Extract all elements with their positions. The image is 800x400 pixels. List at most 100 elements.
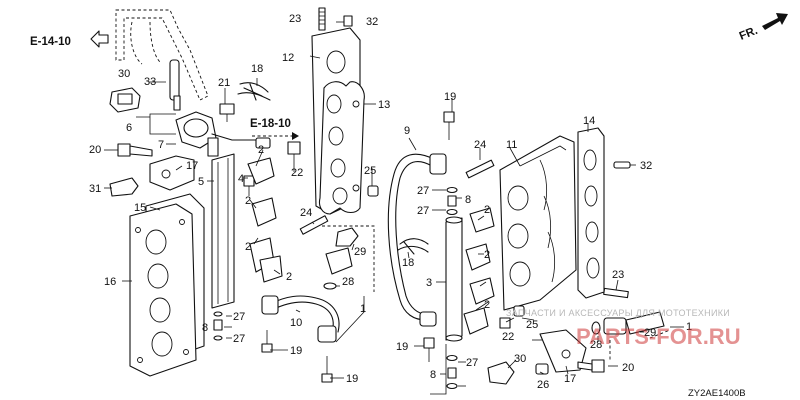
watermark: ЗАПЧАСТИ И АКСЕССУАРЫ ДЛЯ МОТОТЕХНИКИ PA…: [506, 308, 741, 349]
bolt-20-left: [117, 143, 153, 157]
bracket-17-left: [149, 155, 195, 191]
callout-28-centre: 28: [342, 276, 354, 288]
callout-27-b: 27: [233, 333, 245, 345]
nut-32-top: [343, 15, 353, 27]
callout-27-e: 27: [466, 357, 478, 369]
callout-2-d: 2: [286, 271, 292, 283]
callout-5: 5: [198, 176, 204, 188]
callout-15: 15: [134, 202, 146, 214]
callout-12: 12: [282, 52, 294, 64]
callout-31: 31: [89, 183, 101, 195]
callout-19-d: 19: [444, 91, 456, 103]
intake-plate-16: [129, 203, 197, 377]
callout-4: 4: [238, 173, 244, 185]
bolt-20-right: [577, 359, 605, 373]
watermark-line2: PARTS-FOR.RU: [576, 324, 741, 349]
stud-23-top: [318, 7, 326, 31]
cap-26: [535, 363, 549, 375]
callout-25-right: 25: [526, 319, 538, 331]
callout-10: 10: [290, 317, 302, 329]
callout-9: 9: [404, 125, 410, 137]
callout-19-c: 19: [396, 341, 408, 353]
front-arrow-icon: [762, 13, 788, 30]
reference-e18-10[interactable]: E-18-10: [250, 118, 299, 140]
callout-2-a: 2: [258, 144, 264, 156]
fuel-rail-5: [211, 153, 235, 309]
callout-32-top: 32: [366, 16, 378, 28]
callout-2-f: 2: [484, 249, 490, 261]
callout-19-b: 19: [346, 373, 358, 385]
leader-lines: [104, 21, 684, 395]
sensor-30-top: [109, 87, 141, 113]
gasket-14: [577, 127, 605, 299]
callout-7: 7: [158, 139, 164, 151]
left-arrow-icon: [90, 30, 109, 48]
washers-left: [213, 311, 223, 341]
bracket-17-right: [539, 329, 587, 373]
bolt-21: [219, 103, 235, 122]
bolt-19-centre-top: [443, 111, 455, 140]
callouts: 30 33 21 18 6 7 20 17 31 5 4 2 2 2 2 22 …: [89, 13, 692, 391]
brackets-2-left: [247, 157, 283, 283]
callout-20-right: 20: [622, 362, 634, 374]
injector-group-right: [591, 311, 671, 360]
callout-17-left: 17: [186, 160, 198, 172]
callout-22-right: 22: [502, 331, 514, 343]
callout-29-right: 29: [644, 327, 656, 339]
callout-8-b: 8: [465, 194, 471, 206]
front-label: FR.: [738, 25, 760, 43]
callout-24-centre: 24: [300, 207, 312, 219]
callout-2-e: 2: [484, 204, 490, 216]
callout-2-c: 2: [245, 241, 251, 253]
sensor-30-right: [487, 361, 515, 385]
callout-30-top: 30: [118, 68, 130, 80]
callout-17-right: 17: [564, 373, 576, 385]
callout-26: 26: [537, 379, 549, 391]
callout-1-right: 1: [686, 321, 692, 333]
bolt-22-upper: [287, 141, 301, 166]
callout-25-centre: 25: [364, 165, 376, 177]
reference-e18-10-label[interactable]: E-18-10: [250, 118, 291, 130]
cap-25-right: [513, 305, 525, 317]
diagram-code: ZY2AE1400B: [688, 388, 746, 399]
callout-27-c: 27: [417, 185, 429, 197]
callout-18-top: 18: [251, 63, 263, 75]
callout-21: 21: [218, 77, 230, 89]
bolt-19-lower-a: [261, 330, 273, 353]
callout-22-upper: 22: [291, 167, 303, 179]
washers-centre: [446, 186, 458, 390]
arrow-head-icon: [292, 132, 299, 140]
brackets-2-right: [463, 207, 495, 335]
sensor-31: [109, 177, 139, 197]
exhaust-manifold-13: [318, 81, 365, 215]
callout-16: 16: [104, 276, 116, 288]
callout-24-right: 24: [474, 139, 486, 151]
callout-13: 13: [378, 99, 390, 111]
stud-24-right: [465, 159, 495, 179]
callout-23-right: 23: [612, 269, 624, 281]
callout-14: 14: [583, 115, 595, 127]
callout-29-centre: 29: [354, 246, 366, 258]
bolt-22-right: [499, 317, 511, 329]
callout-8-a: 8: [202, 322, 208, 334]
reference-e14-10-label[interactable]: E-14-10: [30, 36, 71, 48]
fuel-hose-9: [387, 153, 447, 327]
bolt-4: [243, 175, 255, 196]
front-direction-indicator: FR.: [738, 13, 788, 43]
injector-group-29-28: [322, 225, 375, 292]
callout-27-d: 27: [417, 205, 429, 217]
reference-e14-10[interactable]: E-14-10: [30, 30, 109, 48]
callout-8-c: 8: [430, 369, 436, 381]
fuel-rail-3: [445, 216, 463, 342]
callout-27-a: 27: [233, 311, 245, 323]
stud-23-right: [603, 287, 629, 299]
callout-1-centre: 1: [360, 303, 366, 315]
callout-30-right: 30: [514, 353, 526, 365]
pin-32-right: [613, 161, 631, 169]
callout-23-top: 23: [289, 13, 301, 25]
clip-18-top: [237, 82, 271, 101]
cylinder-head-11: [499, 135, 577, 311]
callout-18-centre: 18: [402, 257, 414, 269]
bolt-19-lower-centre: [423, 337, 435, 362]
